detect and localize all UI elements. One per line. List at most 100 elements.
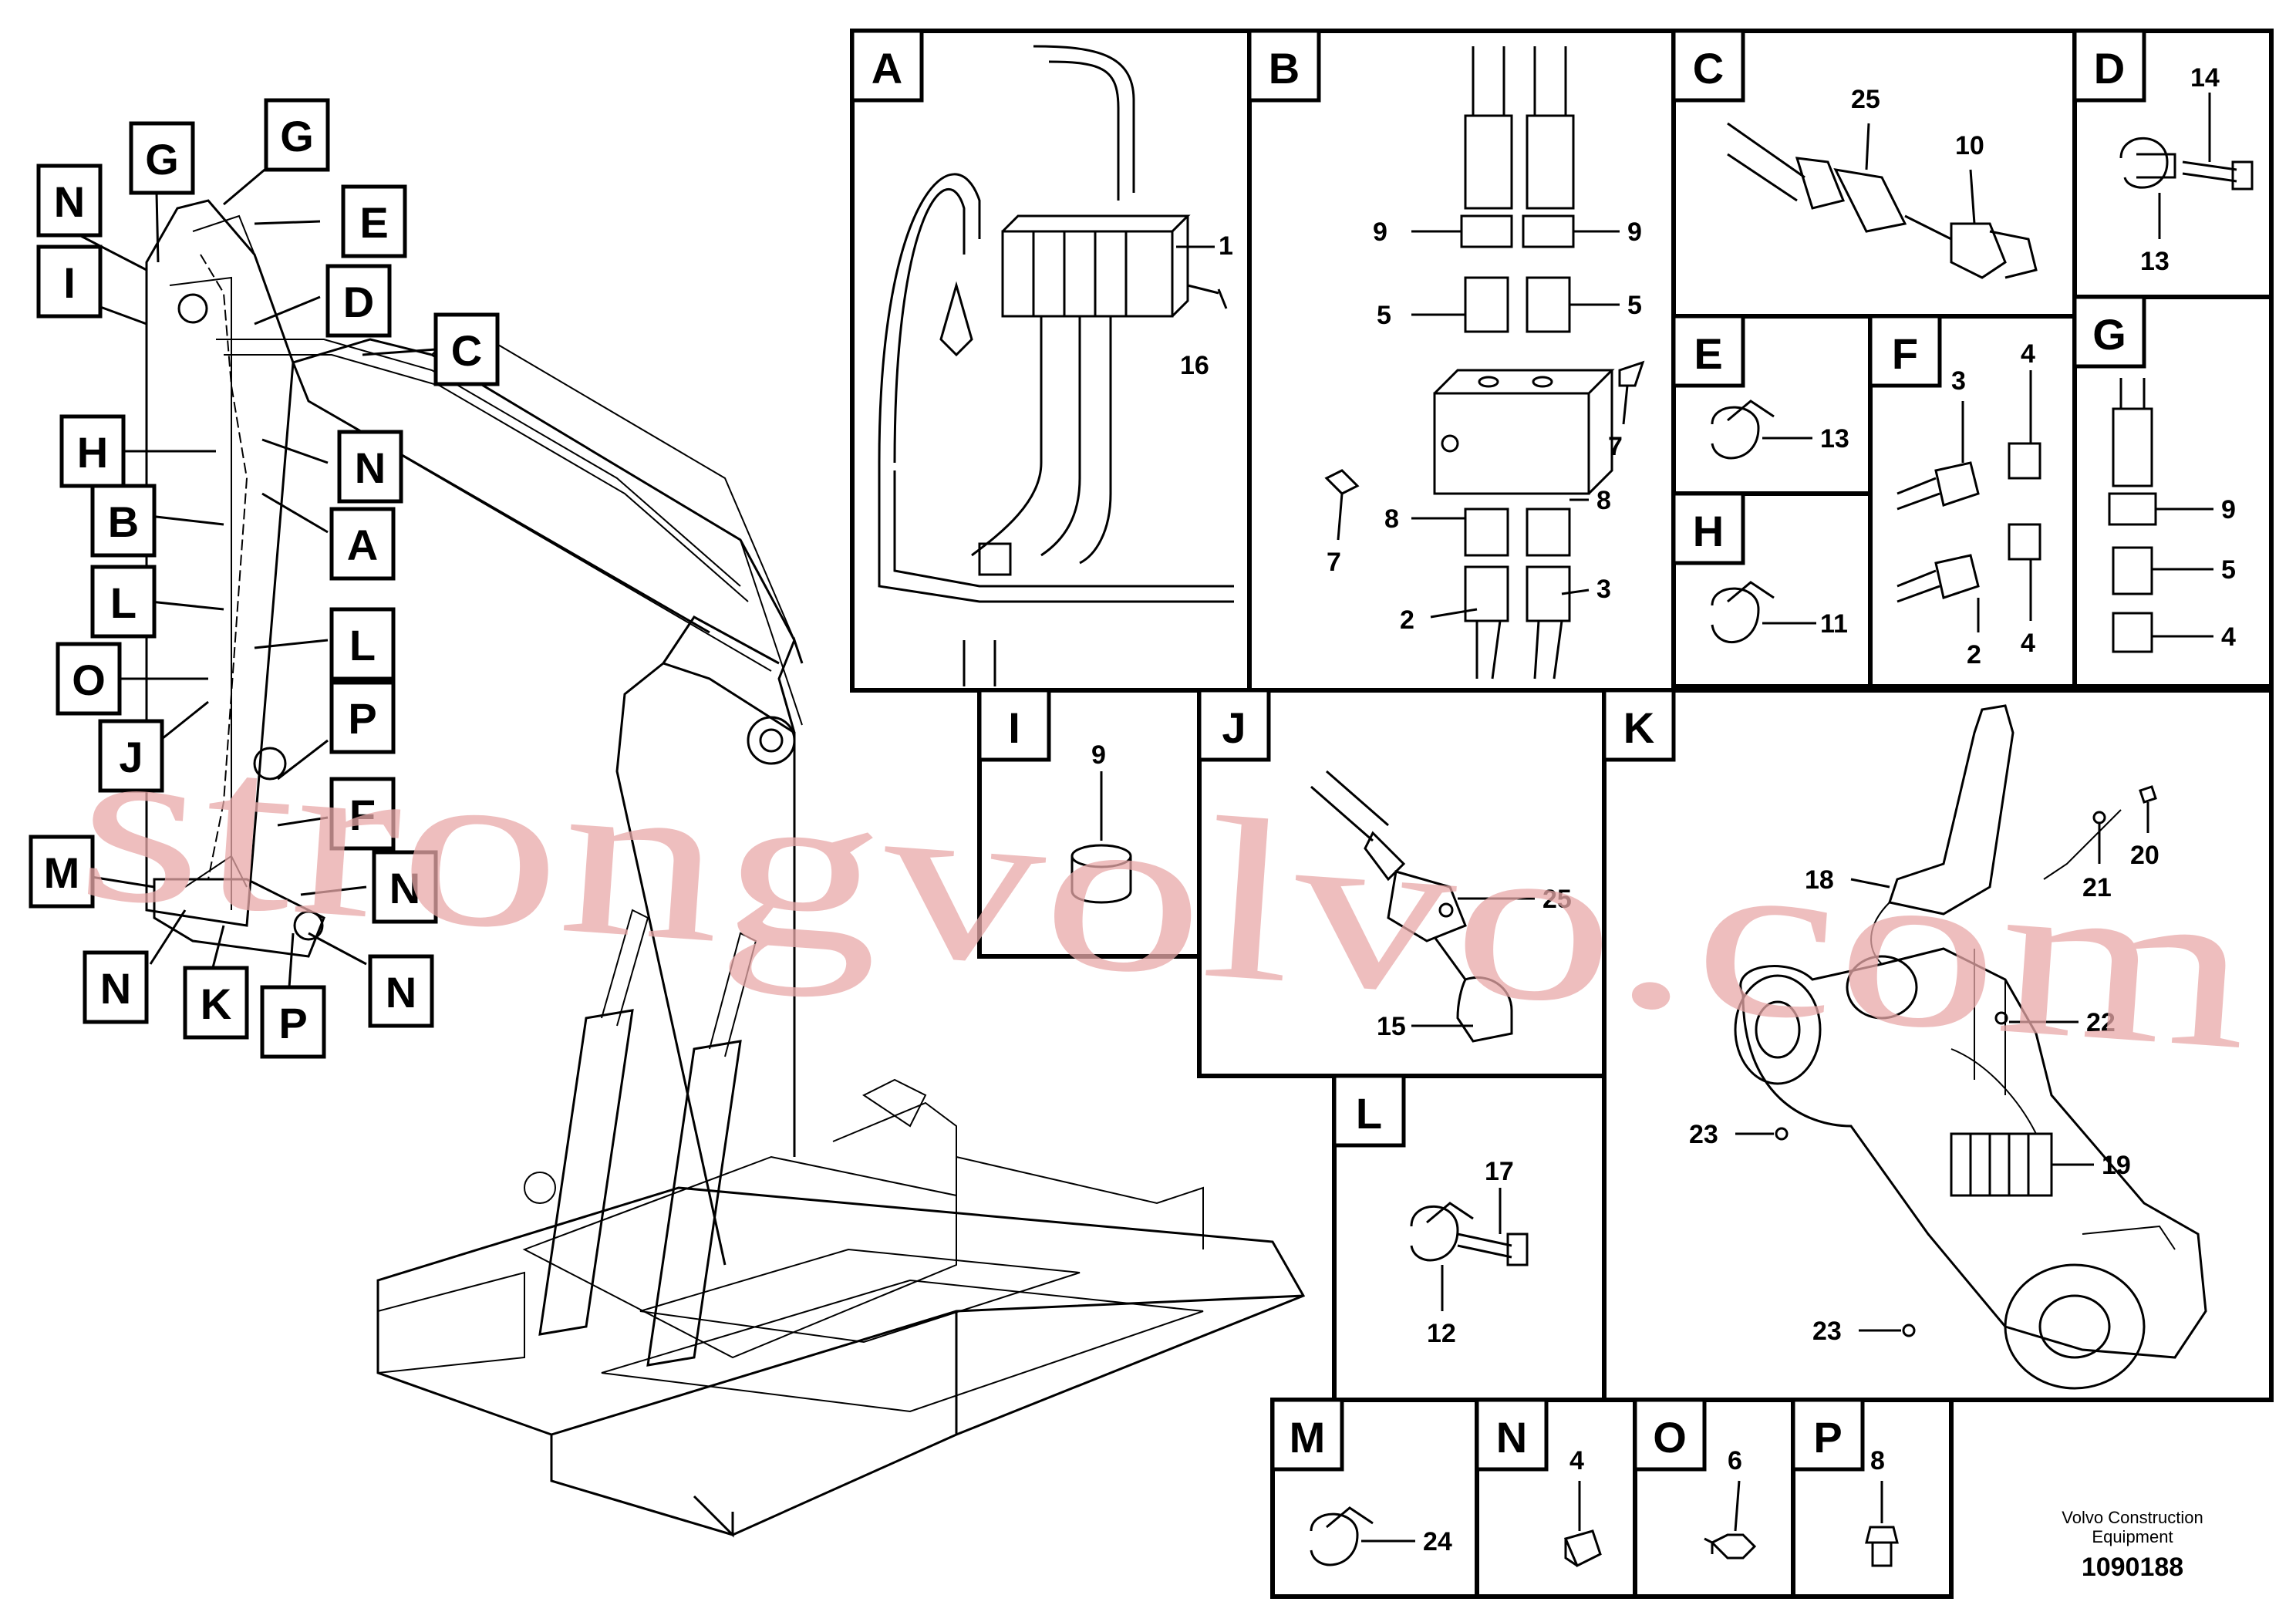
panel-K-num-19: 19 xyxy=(2102,1151,2131,1180)
callout-G-1: G xyxy=(129,121,195,195)
callout-D: D xyxy=(325,264,392,338)
panel-M-num-24: 24 xyxy=(1423,1527,1452,1556)
panel-N-letter: N xyxy=(1496,1413,1527,1462)
panel-K-num-23b: 23 xyxy=(1812,1317,1842,1346)
svg-text:E: E xyxy=(359,198,388,247)
panel-J: J 25 15 xyxy=(1197,688,1607,1078)
callout-F: F xyxy=(329,777,396,851)
svg-text:H: H xyxy=(77,428,108,477)
svg-text:D: D xyxy=(343,278,374,326)
panel-M: M 24 xyxy=(1270,1398,1479,1599)
svg-text:L: L xyxy=(349,621,376,669)
panel-J-num-15: 15 xyxy=(1377,1012,1406,1041)
panel-M-letter: M xyxy=(1290,1413,1326,1462)
svg-text:P: P xyxy=(278,999,307,1047)
panel-B-num-9b: 9 xyxy=(1627,218,1642,247)
panel-F-num-3: 3 xyxy=(1951,366,1966,396)
callout-B: B xyxy=(90,484,157,558)
panel-F: F 3 4 2 4 xyxy=(1868,314,2077,689)
panel-P-letter: P xyxy=(1813,1413,1842,1462)
panel-B-num-7a: 7 xyxy=(1608,432,1623,461)
panel-C: C 25 10 xyxy=(1671,29,2077,319)
panel-G: G 9 5 4 xyxy=(2072,295,2274,689)
brand-line1: Volvo Construction xyxy=(2062,1508,2203,1527)
panel-F-letter: F xyxy=(1892,329,1918,378)
drawing-number: 1090188 xyxy=(2082,1553,2183,1582)
svg-text:N: N xyxy=(355,443,386,492)
panel-K-num-20: 20 xyxy=(2130,841,2159,870)
panel-A-num-16: 16 xyxy=(1180,351,1209,380)
panel-O-letter: O xyxy=(1653,1413,1687,1462)
svg-text:N: N xyxy=(386,968,416,1017)
svg-text:P: P xyxy=(348,694,376,743)
svg-text:G: G xyxy=(145,135,179,184)
svg-text:O: O xyxy=(72,656,106,704)
panel-F-num-4b: 4 xyxy=(2021,629,2035,658)
callout-G-2: G xyxy=(264,98,330,172)
callout-E: E xyxy=(341,184,407,258)
panel-J-letter: J xyxy=(1222,703,1246,752)
panel-G-num-5: 5 xyxy=(2221,555,2236,585)
svg-text:J: J xyxy=(119,733,143,781)
svg-text:L: L xyxy=(110,578,137,627)
panel-E: E 13 xyxy=(1671,314,1873,496)
panel-P-num-8: 8 xyxy=(1870,1446,1885,1475)
panel-I-num-9: 9 xyxy=(1091,740,1106,770)
panel-F-num-2: 2 xyxy=(1967,640,1981,669)
panel-B-num-7b: 7 xyxy=(1327,548,1341,577)
panel-B-letter: B xyxy=(1269,44,1300,93)
callout-P-1: P xyxy=(329,680,396,754)
callout-N-4: N xyxy=(368,954,434,1028)
panel-K-num-18: 18 xyxy=(1805,865,1834,895)
callout-N-3: N xyxy=(372,850,438,924)
panel-H-num-11: 11 xyxy=(1820,609,1848,639)
callout-L-2: L xyxy=(329,607,396,681)
svg-text:B: B xyxy=(108,497,139,546)
panel-G-num-9: 9 xyxy=(2221,495,2236,524)
callout-N-5: N xyxy=(83,950,149,1024)
svg-text:F: F xyxy=(349,791,376,839)
panel-P: P 8 xyxy=(1791,1398,1954,1599)
panel-F-num-4a: 4 xyxy=(2021,339,2035,369)
panel-C-num-25: 25 xyxy=(1851,85,1880,114)
panel-B-num-3: 3 xyxy=(1596,575,1611,604)
excavator-overview-drawing xyxy=(145,199,1306,1538)
panel-D-num-14: 14 xyxy=(2190,63,2220,93)
panel-D-num-13: 13 xyxy=(2140,247,2170,276)
panel-L: L 17 12 xyxy=(1332,1074,1607,1402)
panel-B-num-9a: 9 xyxy=(1373,218,1387,247)
panel-A-num-1: 1 xyxy=(1219,231,1233,261)
callout-H: H xyxy=(59,414,126,488)
panel-E-num-13: 13 xyxy=(1820,424,1849,454)
callout-O: O xyxy=(56,642,122,716)
callout-J: J xyxy=(98,719,164,793)
panel-H: H 11 xyxy=(1671,491,1873,689)
panel-K: K 18 21 20 2 xyxy=(1602,688,2274,1402)
panel-K-num-23a: 23 xyxy=(1689,1120,1718,1149)
svg-text:K: K xyxy=(201,980,231,1028)
panel-A: A 1 16 xyxy=(850,29,1252,693)
panel-K-num-21: 21 xyxy=(2082,873,2112,902)
panel-L-num-12: 12 xyxy=(1427,1319,1456,1348)
overview-callouts: G G N E I D C H N B A L L O J P F M N N … xyxy=(29,98,500,1059)
panel-C-letter: C xyxy=(1693,44,1724,93)
panel-B-num-5b: 5 xyxy=(1627,291,1642,320)
panel-B-num-8b: 8 xyxy=(1596,486,1611,515)
svg-text:C: C xyxy=(451,326,482,375)
callout-P-2: P xyxy=(260,985,326,1059)
panel-H-letter: H xyxy=(1693,507,1724,555)
svg-text:N: N xyxy=(54,177,85,226)
panel-B-num-8a: 8 xyxy=(1384,504,1399,534)
panel-N-num-4: 4 xyxy=(1569,1446,1584,1475)
panel-L-num-17: 17 xyxy=(1485,1157,1514,1186)
panel-A-letter: A xyxy=(872,44,902,93)
svg-text:N: N xyxy=(100,964,131,1013)
panel-G-letter: G xyxy=(2092,310,2126,359)
panel-D: D 14 13 xyxy=(2072,29,2274,299)
panel-O: O 6 xyxy=(1633,1398,1795,1599)
panel-B-num-2: 2 xyxy=(1400,605,1414,635)
panel-O-num-6: 6 xyxy=(1728,1446,1742,1475)
svg-text:N: N xyxy=(389,864,420,912)
panel-I-letter: I xyxy=(1008,703,1020,752)
